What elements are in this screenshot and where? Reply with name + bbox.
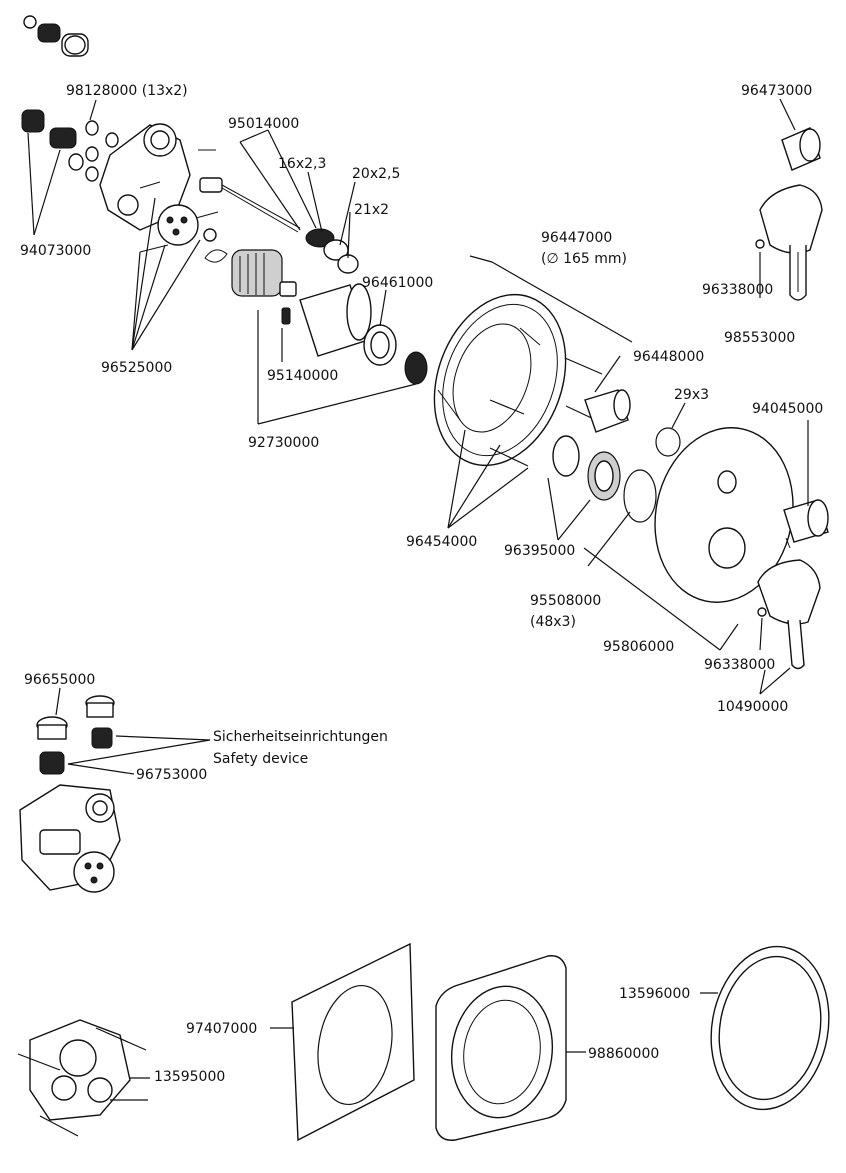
label-96447000-sub: (∅ 165 mm) bbox=[541, 251, 627, 267]
thermostatic-cartridge bbox=[231, 249, 297, 325]
seal-ring-29x3 bbox=[655, 427, 681, 457]
check-valve-assembly-top bbox=[23, 15, 89, 57]
label-95140000: 95140000 bbox=[267, 368, 338, 384]
sleeve-and-nuts bbox=[299, 283, 428, 385]
label-94073000: 94073000 bbox=[20, 243, 91, 259]
safety-caps bbox=[36, 695, 115, 775]
trim-plate bbox=[654, 427, 794, 603]
diverter-spindle bbox=[199, 177, 301, 263]
label-95508000-sub: (48x3) bbox=[530, 614, 576, 630]
label-safety-en: Safety device bbox=[213, 751, 308, 767]
label-96454000: 96454000 bbox=[406, 534, 477, 550]
label-96448000: 96448000 bbox=[633, 349, 704, 365]
mixer-body bbox=[99, 123, 219, 253]
lever-handle-bottom bbox=[757, 559, 821, 670]
label-20x2-5: 20x2,5 bbox=[352, 166, 400, 182]
safety-mixer-body bbox=[19, 784, 121, 893]
leader-lines bbox=[27, 98, 809, 1079]
label-13596000: 13596000 bbox=[619, 986, 690, 1002]
label-29x3: 29x3 bbox=[674, 387, 709, 403]
label-96447000: 96447000 bbox=[541, 230, 612, 246]
round-rosette-13596000 bbox=[710, 945, 830, 1111]
adapter-rings-mid bbox=[552, 435, 621, 501]
knob-cap-top bbox=[781, 127, 821, 171]
label-96753000: 96753000 bbox=[136, 767, 207, 783]
label-96473000: 96473000 bbox=[741, 83, 812, 99]
label-96338000-top: 96338000 bbox=[702, 282, 773, 298]
lever-handle-top bbox=[755, 184, 823, 301]
handle-adapter-cylinder bbox=[584, 389, 631, 433]
label-97407000: 97407000 bbox=[186, 1021, 257, 1037]
basic-set-13595000 bbox=[17, 1019, 148, 1137]
label-95806000: 95806000 bbox=[603, 639, 674, 655]
label-98553000: 98553000 bbox=[724, 330, 795, 346]
label-96655000: 96655000 bbox=[24, 672, 95, 688]
label-21x2: 21x2 bbox=[354, 202, 389, 218]
label-95014000: 95014000 bbox=[228, 116, 299, 132]
label-95508000: 95508000 bbox=[530, 593, 601, 609]
backplate-165mm bbox=[433, 293, 567, 467]
label-96338000-bottom: 96338000 bbox=[704, 657, 775, 673]
cartridge-parts-left bbox=[21, 109, 119, 182]
square-adapter-frame bbox=[435, 955, 567, 1141]
label-96461000: 96461000 bbox=[362, 275, 433, 291]
part-labels: 98128000 (13x2) 95014000 16x2,3 20x2,5 2… bbox=[20, 83, 823, 1085]
label-98128000: 98128000 (13x2) bbox=[66, 83, 188, 99]
label-98860000: 98860000 bbox=[588, 1046, 659, 1062]
label-10490000: 10490000 bbox=[717, 699, 788, 715]
label-safety-de: Sicherheitseinrichtungen bbox=[213, 729, 388, 745]
label-13595000: 13595000 bbox=[154, 1069, 225, 1085]
square-rosette bbox=[291, 942, 415, 1142]
diverter-parts bbox=[305, 228, 359, 274]
label-94045000: 94045000 bbox=[752, 401, 823, 417]
label-96525000: 96525000 bbox=[101, 360, 172, 376]
label-92730000: 92730000 bbox=[248, 435, 319, 451]
knob-right-mid bbox=[783, 499, 829, 549]
oring-48x3 bbox=[623, 469, 657, 523]
label-16x2-3: 16x2,3 bbox=[278, 156, 326, 172]
label-96395000: 96395000 bbox=[504, 543, 575, 559]
